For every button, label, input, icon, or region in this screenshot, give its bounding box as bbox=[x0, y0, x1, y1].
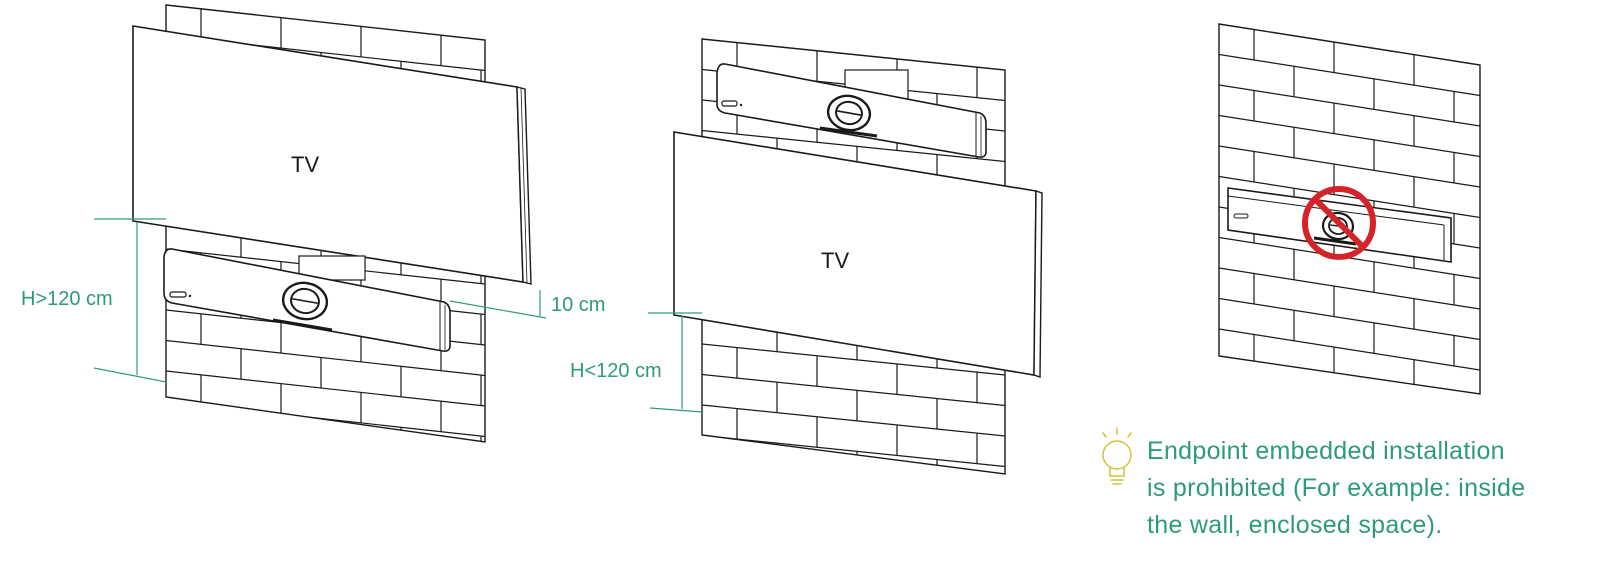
scene-mount-above-tv: TV H<120 cm bbox=[570, 38, 1043, 475]
tv-panel bbox=[132, 25, 532, 285]
video-bar bbox=[163, 248, 451, 352]
note-line-2: is prohibited (For example: inside bbox=[1147, 474, 1526, 502]
scene-mount-below-tv: TV H>12 bbox=[21, 4, 605, 443]
tv-label: TV bbox=[821, 248, 849, 273]
note-line-3: the wall, enclosed space). bbox=[1147, 511, 1443, 539]
lightbulb-icon bbox=[1102, 427, 1132, 485]
note-line-1: Endpoint embedded installation bbox=[1147, 437, 1505, 465]
tv-label: TV bbox=[291, 152, 319, 177]
video-bar bbox=[716, 63, 987, 158]
camera-lens bbox=[826, 94, 872, 132]
height-above-label: H>120 cm bbox=[21, 288, 113, 310]
gap-label: 10 cm bbox=[551, 294, 605, 316]
dimension-lines bbox=[648, 312, 703, 413]
installation-note: Endpoint embedded installation is prohib… bbox=[1147, 433, 1597, 544]
tv-panel bbox=[673, 131, 1043, 378]
height-below-label: H<120 cm bbox=[570, 360, 662, 382]
prohibited-icon bbox=[1302, 186, 1376, 260]
camera-lens bbox=[281, 281, 329, 321]
dimension-lines bbox=[93, 218, 547, 383]
scene-embedded-prohibited bbox=[1218, 23, 1481, 395]
